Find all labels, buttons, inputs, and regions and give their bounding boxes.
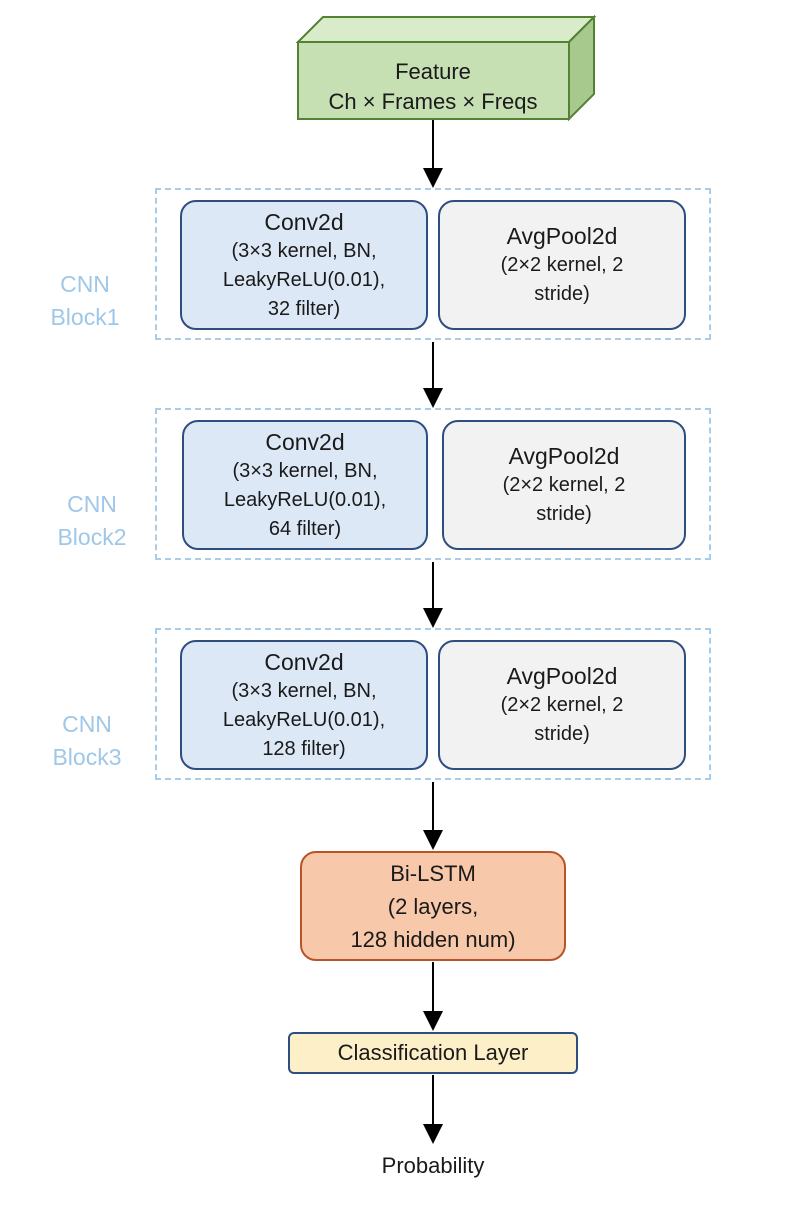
avgpool2d-title: AvgPool2d (508, 443, 620, 469)
feature-title: Feature (395, 59, 471, 84)
lstm-title: Bi-LSTM (390, 860, 476, 886)
feature-dimensions: Ch × Frames × Freqs (328, 89, 538, 114)
conv2d-param: 64 filter) (268, 517, 342, 540)
conv2d-box-2: Conv2d (3×3 kernel, BN, LeakyReLU(0.01),… (182, 420, 428, 550)
feature-label: Feature Ch × Frames × Freqs (298, 52, 568, 122)
cnn-block-3-label: CNN Block3 (52, 711, 122, 770)
output-label: Probability (381, 1153, 485, 1178)
avgpool2d-box-1: AvgPool2d (2×2 kernel, 2 stride) (438, 200, 686, 330)
cnn-block-1 (155, 188, 711, 340)
avgpool2d-title: AvgPool2d (506, 223, 618, 249)
feature-box-front (297, 41, 570, 120)
avgpool2d-box-2: AvgPool2d (2×2 kernel, 2 stride) (442, 420, 686, 550)
avgpool2d-param: (2×2 kernel, 2 (502, 474, 626, 496)
avgpool2d-param: stride) (534, 283, 590, 305)
avgpool2d-title: AvgPool2d (506, 663, 618, 689)
cnn-block-2 (155, 408, 711, 560)
conv2d-param: 128 filter) (262, 737, 346, 760)
avgpool2d-param: stride) (534, 723, 590, 745)
conv2d-param: (3×3 kernel, BN, (231, 679, 377, 702)
conv2d-param: 32 filter) (267, 297, 341, 320)
lstm-param: (2 layers, (387, 893, 479, 919)
cnn-block-1-label: CNN Block1 (50, 271, 120, 330)
conv2d-title: Conv2d (264, 648, 344, 675)
feature-box-top (295, 16, 597, 43)
bi-lstm-box: Bi-LSTM (2 layers, 128 hidden num) (300, 851, 566, 961)
conv2d-param: LeakyReLU(0.01), (222, 268, 386, 291)
avgpool2d-param: (2×2 kernel, 2 (500, 694, 624, 716)
conv2d-param: LeakyReLU(0.01), (223, 488, 387, 511)
avgpool2d-box-3: AvgPool2d (2×2 kernel, 2 stride) (438, 640, 686, 770)
conv2d-title: Conv2d (265, 428, 345, 455)
avgpool2d-param: (2×2 kernel, 2 (500, 254, 624, 276)
cnn-block-2-label: CNN Block2 (57, 491, 127, 550)
classification-layer-box: Classification Layer (288, 1032, 578, 1074)
conv2d-param: (3×3 kernel, BN, (231, 239, 377, 262)
conv2d-box-1: Conv2d (3×3 kernel, BN, LeakyReLU(0.01),… (180, 200, 428, 330)
conv2d-title: Conv2d (264, 208, 344, 235)
feature-box (295, 14, 597, 122)
classification-label: Classification Layer (337, 1040, 529, 1065)
cnn-block-3 (155, 628, 711, 780)
conv2d-param: (3×3 kernel, BN, (232, 459, 378, 482)
conv2d-box-3: Conv2d (3×3 kernel, BN, LeakyReLU(0.01),… (180, 640, 428, 770)
conv2d-param: LeakyReLU(0.01), (222, 708, 386, 731)
lstm-param: 128 hidden num) (350, 926, 516, 952)
avgpool2d-param: stride) (536, 503, 592, 525)
